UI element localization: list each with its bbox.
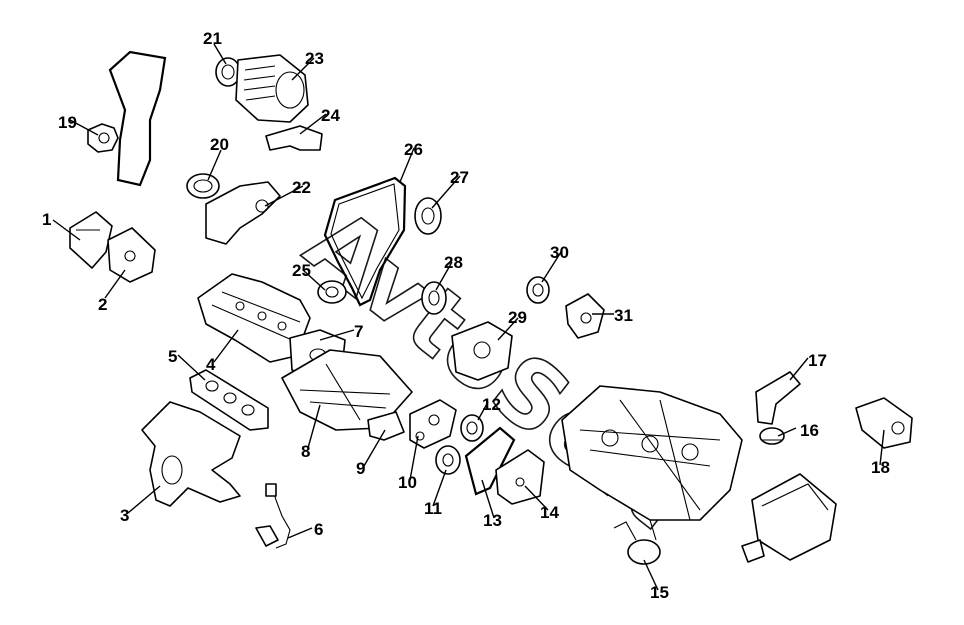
- part-18-throttle-body[interactable]: [855, 397, 913, 449]
- callout-14: 14: [540, 503, 559, 522]
- callout-31: 31: [614, 306, 633, 325]
- part-30-cap[interactable]: [526, 276, 550, 304]
- serpentine-belt[interactable]: [108, 50, 167, 187]
- part-27-tensioner[interactable]: [414, 197, 442, 235]
- leader-lines: [52, 43, 885, 591]
- callout-16: 16: [800, 421, 819, 440]
- callout-6: 6: [314, 520, 323, 539]
- callout-11: 11: [424, 499, 442, 518]
- part-29-pump[interactable]: [451, 321, 513, 381]
- part-23-alternator[interactable]: [235, 54, 309, 123]
- part-20-seal[interactable]: [186, 173, 220, 199]
- part-6-o2-sensor[interactable]: [255, 483, 291, 549]
- callout-22: 22: [292, 178, 311, 197]
- callout-10: 10: [398, 473, 417, 492]
- part-8-cylinder-head[interactable]: [281, 349, 413, 431]
- callout-1: 1: [42, 210, 51, 229]
- callout-labels: 1 2 3 4 5 6 7 8 9 10 11 12 13 14 15 16 1…: [42, 29, 890, 602]
- callout-4: 4: [206, 355, 216, 374]
- part-2-cover[interactable]: [107, 227, 156, 283]
- part-16-ring[interactable]: [759, 427, 785, 445]
- part-28-seal[interactable]: [421, 281, 447, 315]
- callout-12: 12: [482, 395, 501, 414]
- callout-29: 29: [508, 308, 527, 327]
- callout-25: 25: [292, 261, 311, 280]
- part-19-pulley[interactable]: [87, 123, 119, 153]
- part-14-cover-plate[interactable]: [495, 449, 545, 505]
- callout-9: 9: [356, 459, 365, 478]
- callout-3: 3: [120, 506, 129, 525]
- callout-23: 23: [305, 49, 324, 68]
- callout-13: 13: [483, 511, 502, 530]
- part-9-gasket[interactable]: [367, 411, 405, 441]
- part-1-cover[interactable]: [69, 211, 113, 269]
- callout-7: 7: [354, 322, 363, 341]
- part-25-idler[interactable]: [317, 280, 347, 304]
- callout-15: 15: [650, 583, 669, 602]
- callout-28: 28: [444, 253, 463, 272]
- engine-block[interactable]: [561, 385, 743, 521]
- callout-8: 8: [301, 442, 310, 461]
- callout-17: 17: [808, 351, 827, 370]
- callout-24: 24: [321, 106, 340, 125]
- part-22-timing-cover[interactable]: [205, 181, 281, 245]
- callout-20: 20: [210, 135, 229, 154]
- callout-2: 2: [98, 295, 107, 314]
- part-5-manifold-gasket[interactable]: [189, 369, 269, 431]
- part-10-gasket[interactable]: [409, 399, 457, 449]
- callout-30: 30: [550, 243, 569, 262]
- part-13-chain[interactable]: [464, 426, 516, 496]
- part-3-exhaust-manifold[interactable]: [141, 401, 241, 507]
- part-11-gear[interactable]: [435, 445, 461, 475]
- part-31-housing[interactable]: [565, 293, 605, 339]
- callout-5: 5: [168, 347, 177, 366]
- callout-27: 27: [450, 168, 469, 187]
- part-24-alternator-bracket[interactable]: [265, 125, 323, 151]
- part-12-gear[interactable]: [460, 414, 484, 442]
- callout-26: 26: [404, 140, 423, 159]
- part-26-timing-belt[interactable]: [323, 176, 407, 307]
- callout-21: 21: [203, 29, 222, 48]
- part-17-intake-hose[interactable]: [755, 371, 801, 425]
- callout-18: 18: [871, 458, 890, 477]
- air-filter-box[interactable]: [741, 473, 837, 563]
- callout-19: 19: [58, 113, 77, 132]
- part-15-oil-pickup[interactable]: [613, 519, 661, 565]
